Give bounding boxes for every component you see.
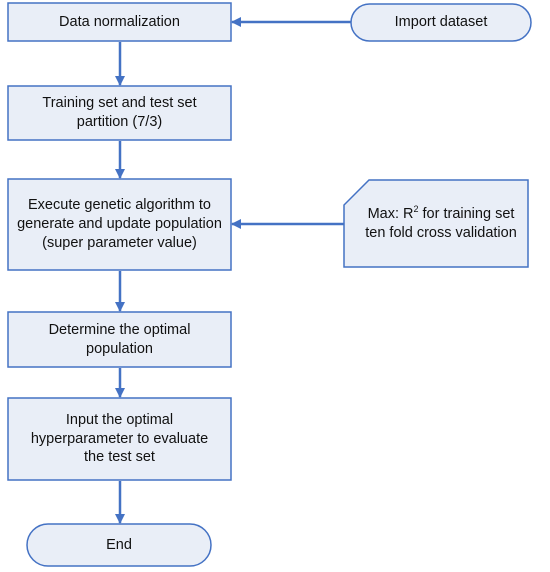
end-terminal bbox=[26, 523, 212, 567]
import-dataset-label: Import dataset bbox=[394, 14, 488, 31]
evaluate-test-box bbox=[7, 397, 232, 481]
genetic-algorithm-box bbox=[7, 178, 232, 271]
partition-box bbox=[7, 85, 232, 141]
max-objective-prefix: Max: R bbox=[367, 206, 414, 223]
evaluate-test-label: Input the optimal hyperparameter to eval… bbox=[30, 411, 209, 466]
data-normalization-label: Data normalization bbox=[59, 13, 180, 30]
max-objective-superscript: 2 bbox=[413, 204, 419, 215]
optimal-population-box bbox=[7, 311, 232, 368]
end-label: End bbox=[106, 536, 132, 553]
max-objective-card bbox=[343, 179, 529, 268]
partition-label: Training set and test set partition (7/3… bbox=[42, 95, 197, 130]
genetic-algorithm-label: Execute genetic algorithm to generate an… bbox=[17, 197, 222, 251]
max-objective-label: Max: R2 for training set ten fold cross … bbox=[360, 205, 522, 243]
data-normalization-box bbox=[7, 2, 232, 42]
optimal-population-label: Determine the optimal population bbox=[48, 321, 191, 357]
max-objective-suffix: for training set ten fold cross validati… bbox=[365, 206, 517, 241]
